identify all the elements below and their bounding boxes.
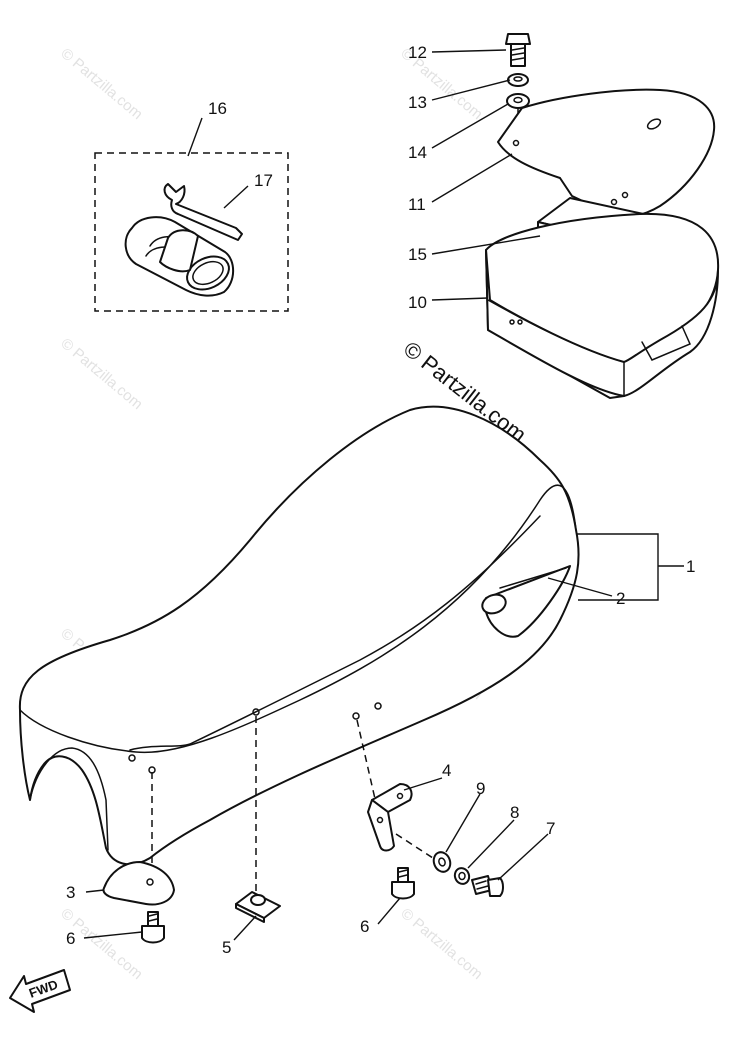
tool-bag	[124, 216, 235, 297]
leader-9	[445, 793, 481, 853]
leader-10	[431, 297, 489, 301]
mount-axis-bolt	[395, 833, 437, 861]
cover-plate-11	[497, 88, 716, 218]
leader-1-bracket	[576, 533, 659, 601]
grommet-2	[481, 565, 571, 638]
callout-17: 17	[254, 171, 273, 190]
leader-12	[431, 49, 507, 53]
callout-labels: 1 2 3 4 5 6 6 7 8 9 10 11 12 13 14 15 16…	[66, 43, 695, 957]
leader-14	[431, 103, 509, 149]
washer-8	[453, 867, 471, 885]
washer-9	[432, 851, 452, 873]
case-10	[485, 212, 720, 399]
leader-4	[403, 777, 443, 791]
clip-5	[235, 891, 281, 923]
leader-6-left	[83, 931, 143, 939]
leader-15	[431, 235, 541, 255]
callout-3: 3	[66, 883, 75, 902]
tool-kit-group	[94, 117, 289, 312]
callout-12: 12	[408, 43, 427, 62]
tool-kit-boundary	[94, 152, 289, 312]
bolt-6-right	[391, 867, 415, 900]
callout-7: 7	[546, 819, 555, 838]
leader-8	[467, 819, 515, 869]
leader-16	[187, 117, 203, 157]
watermark-tile: © Partzilla.com	[57, 335, 145, 413]
callout-1: 1	[686, 557, 695, 576]
forward-arrow-icon: FWD	[9, 969, 71, 1013]
leader-11	[431, 153, 513, 203]
leader-17	[223, 185, 249, 209]
callout-9: 9	[476, 779, 485, 798]
leader-13	[431, 79, 511, 101]
leader-6-right	[377, 897, 401, 925]
callout-2: 2	[616, 589, 625, 608]
callout-8: 8	[510, 803, 519, 822]
callout-6-right: 6	[360, 917, 369, 936]
callout-13: 13	[408, 93, 427, 112]
watermark-tile: © Partzilla.com	[397, 905, 485, 983]
callout-6-left: 6	[66, 929, 75, 948]
leader-3	[85, 889, 105, 893]
watermark-tile: © Partzilla.com	[57, 45, 145, 123]
callout-15: 15	[408, 245, 427, 264]
bolt-6-left	[141, 911, 165, 944]
bolt-12	[505, 33, 531, 67]
bolt-7	[471, 875, 504, 897]
callout-16: 16	[208, 99, 227, 118]
spanner-wrench	[163, 183, 243, 241]
callout-4: 4	[442, 761, 451, 780]
leader-5	[233, 915, 257, 941]
leader-7	[497, 833, 549, 881]
mount-axis-rear	[356, 719, 379, 813]
callout-10: 10	[408, 293, 427, 312]
case-assembly	[431, 33, 720, 399]
callout-5: 5	[222, 938, 231, 957]
leader-2	[547, 577, 613, 597]
callout-14: 14	[408, 143, 427, 162]
bracket-plate-3	[102, 861, 175, 906]
washer-13	[507, 73, 529, 87]
callout-11: 11	[408, 195, 426, 214]
seat-1	[18, 405, 580, 866]
bracket-4	[367, 783, 413, 852]
